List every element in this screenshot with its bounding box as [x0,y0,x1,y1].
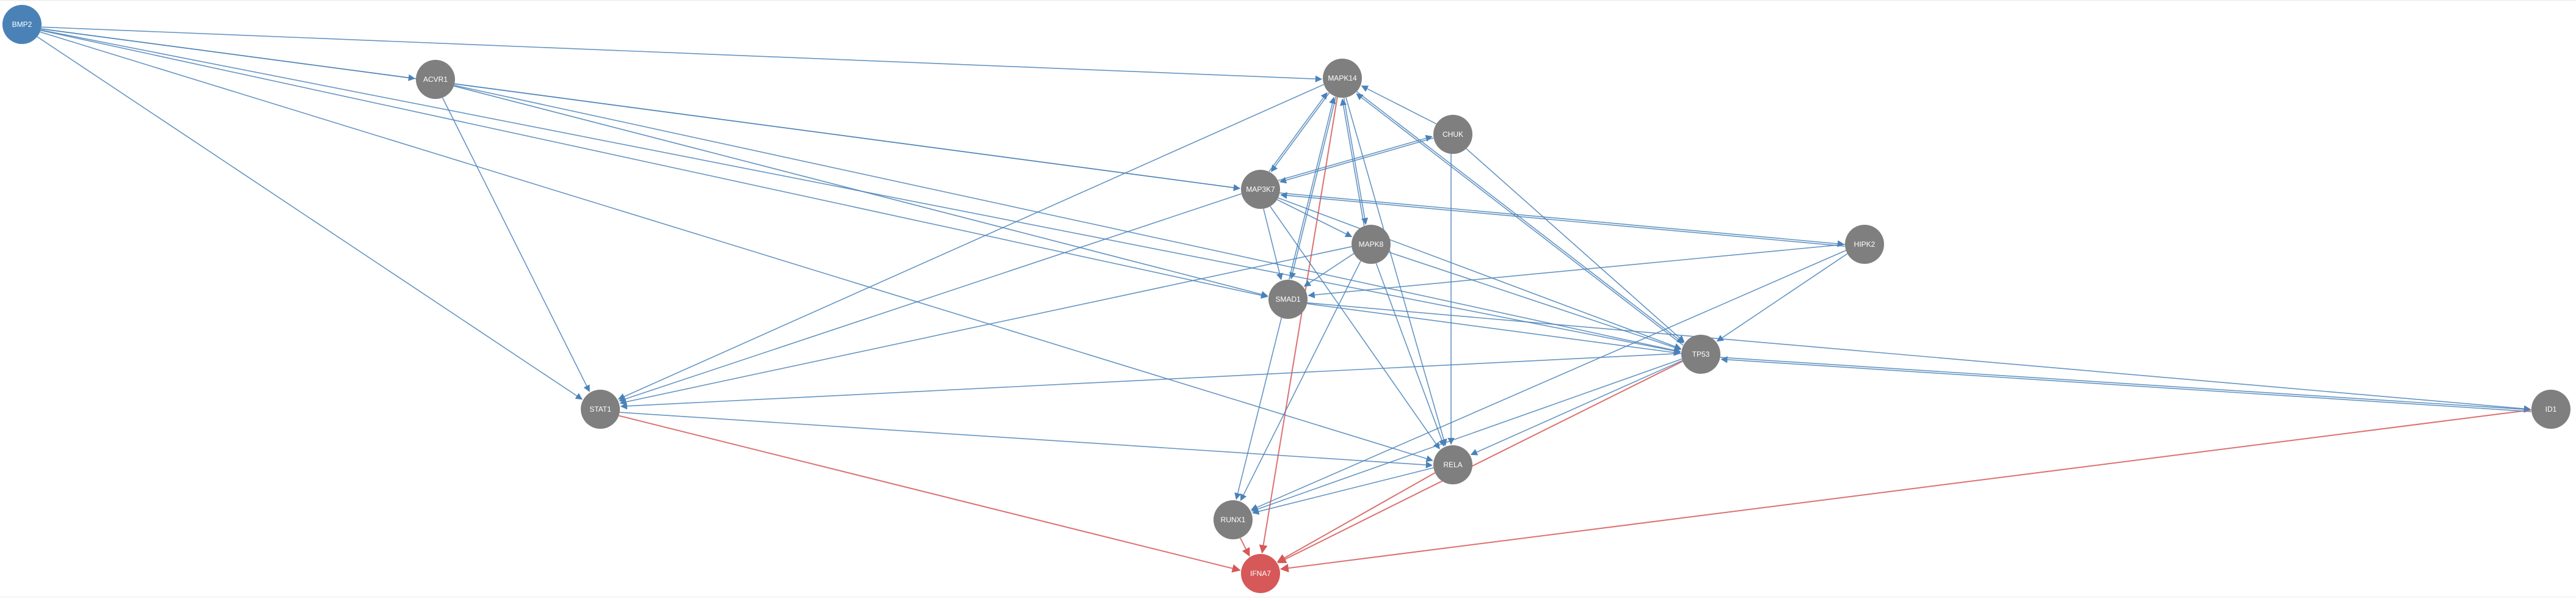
edge-mapk8-to-rela[interactable] [1375,263,1446,447]
node-circle-hipk2[interactable] [1845,225,1884,264]
node-label-smad1: SMAD1 [1275,295,1301,304]
node-label-id1: ID1 [2545,405,2557,413]
node-circle-rela[interactable] [1433,445,1472,484]
node-mapk14[interactable]: MAPK14 [1323,59,1362,98]
node-circle-map3k7[interactable] [1241,170,1280,209]
node-stat1[interactable]: STAT1 [581,390,620,429]
edge-chuk-to-tp53[interactable] [1466,148,1685,343]
node-circle-bmp2[interactable] [2,5,42,44]
edge-tp53-to-rela[interactable] [1470,360,1683,456]
edge-smad1-to-mapk14[interactable] [1289,97,1336,280]
node-runx1[interactable]: RUNX1 [1213,500,1253,539]
edge-bmp2-to-smad1[interactable] [40,29,1268,299]
edge-bmp2-to-stat1[interactable] [37,36,583,400]
edge-id1-to-ifna7[interactable] [1279,409,2532,573]
edges-layer [37,26,2532,573]
node-circle-ifna7[interactable] [1241,554,1280,593]
node-circle-id1[interactable] [2531,390,2571,429]
edge-tp53-to-ifna7[interactable] [1277,360,1683,564]
node-circle-tp53[interactable] [1681,335,1720,374]
edge-tp53-to-mapk14[interactable] [1356,93,1684,346]
edge-rela-to-runx1[interactable] [1252,467,1434,515]
node-hipk2[interactable]: HIPK2 [1845,225,1884,264]
node-circle-stat1[interactable] [581,390,620,429]
edge-stat1-to-rela[interactable] [619,412,1433,468]
edge-acvr1-to-smad1[interactable] [454,86,1268,298]
node-tp53[interactable]: TP53 [1681,335,1720,374]
edge-mapk14-to-map3k7[interactable] [1271,92,1330,172]
node-id1[interactable]: ID1 [2531,390,2571,429]
node-label-map3k7: MAP3K7 [1246,185,1275,194]
node-label-tp53: TP53 [1692,350,1710,359]
node-ifna7[interactable]: IFNA7 [1241,554,1280,593]
edge-chuk-to-mapk14[interactable] [1361,85,1437,125]
edge-mapk14-to-stat1[interactable] [617,84,1324,400]
edge-acvr1-to-stat1[interactable] [442,97,590,392]
node-bmp2[interactable]: BMP2 [2,5,42,44]
node-acvr1[interactable]: ACVR1 [416,60,455,99]
node-map3k7[interactable]: MAP3K7 [1241,170,1280,209]
node-label-chuk: CHUK [1443,130,1463,139]
edge-map3k7-to-mapk14[interactable] [1268,92,1328,172]
edge-mapk8-to-runx1[interactable] [1240,260,1361,501]
edge-mapk8-to-tp53[interactable] [1389,252,1681,351]
edge-hipk2-to-map3k7[interactable] [1280,192,1845,247]
node-smad1[interactable]: SMAD1 [1268,280,1308,319]
node-label-hipk2: HIPK2 [1854,240,1876,249]
edge-map3k7-to-rela[interactable] [1270,206,1440,450]
edge-mapk8-to-stat1[interactable] [619,246,1352,406]
edge-acvr1-to-map3k7[interactable] [454,83,1241,191]
edge-mapk8-to-mapk14[interactable] [1340,98,1365,226]
edge-map3k7-to-mapk8[interactable] [1276,199,1353,238]
edge-mapk14-to-smad1[interactable] [1289,97,1337,280]
node-circle-smad1[interactable] [1268,280,1308,319]
node-label-stat1: STAT1 [589,405,611,413]
edge-map3k7-to-tp53[interactable] [1278,197,1682,350]
node-circle-mapk8[interactable] [1352,225,1391,264]
node-circle-acvr1[interactable] [416,60,455,99]
edge-acvr1-to-tp53[interactable] [454,84,1681,354]
edge-tp53-to-id1[interactable] [1720,357,2531,413]
edge-map3k7-to-hipk2[interactable] [1279,192,1845,247]
edge-map3k7-to-stat1[interactable] [619,193,1242,402]
edge-map3k7-to-smad1[interactable] [1263,208,1283,280]
node-circle-runx1[interactable] [1213,500,1253,539]
node-rela[interactable]: RELA [1433,445,1472,484]
node-label-bmp2: BMP2 [12,20,32,29]
edge-mapk14-to-tp53[interactable] [1356,91,1684,344]
node-chuk[interactable]: CHUK [1433,115,1472,154]
node-circle-chuk[interactable] [1433,115,1472,154]
node-label-ifna7: IFNA7 [1250,569,1271,578]
edge-runx1-to-ifna7[interactable] [1240,537,1250,557]
edge-mapk8-to-smad1[interactable] [1303,253,1355,287]
edge-stat1-to-ifna7[interactable] [619,415,1241,573]
node-label-acvr1: ACVR1 [423,75,448,84]
edge-rela-to-ifna7[interactable] [1276,472,1436,563]
edge-hipk2-to-runx1[interactable] [1250,250,1846,511]
edge-mapk14-to-rela[interactable] [1345,97,1447,446]
edge-hipk2-to-tp53[interactable] [1716,253,1848,342]
edge-tp53-to-runx1[interactable] [1251,359,1683,512]
node-label-mapk8: MAPK8 [1359,240,1384,249]
edge-mapk14-to-ifna7[interactable] [1259,97,1338,554]
node-label-rela: RELA [1443,461,1462,469]
edge-map3k7-to-chuk[interactable] [1278,134,1433,181]
edge-smad1-to-id1[interactable] [1307,302,2531,412]
edge-smad1-to-runx1[interactable] [1234,318,1283,500]
edge-tp53-to-stat1[interactable] [620,352,1681,410]
edge-hipk2-to-smad1[interactable] [1308,244,1845,299]
node-label-runx1: RUNX1 [1221,515,1246,524]
edge-chuk-to-map3k7[interactable] [1279,137,1434,184]
node-mapk8[interactable]: MAPK8 [1352,225,1391,264]
edge-bmp2-to-mapk14[interactable] [41,26,1323,82]
node-circle-mapk14[interactable] [1323,59,1362,98]
edge-smad1-to-tp53[interactable] [1307,303,1681,356]
edge-id1-to-tp53[interactable] [1720,356,2531,412]
edge-bmp2-to-rela[interactable] [40,31,1433,462]
node-label-mapk14: MAPK14 [1328,74,1357,82]
